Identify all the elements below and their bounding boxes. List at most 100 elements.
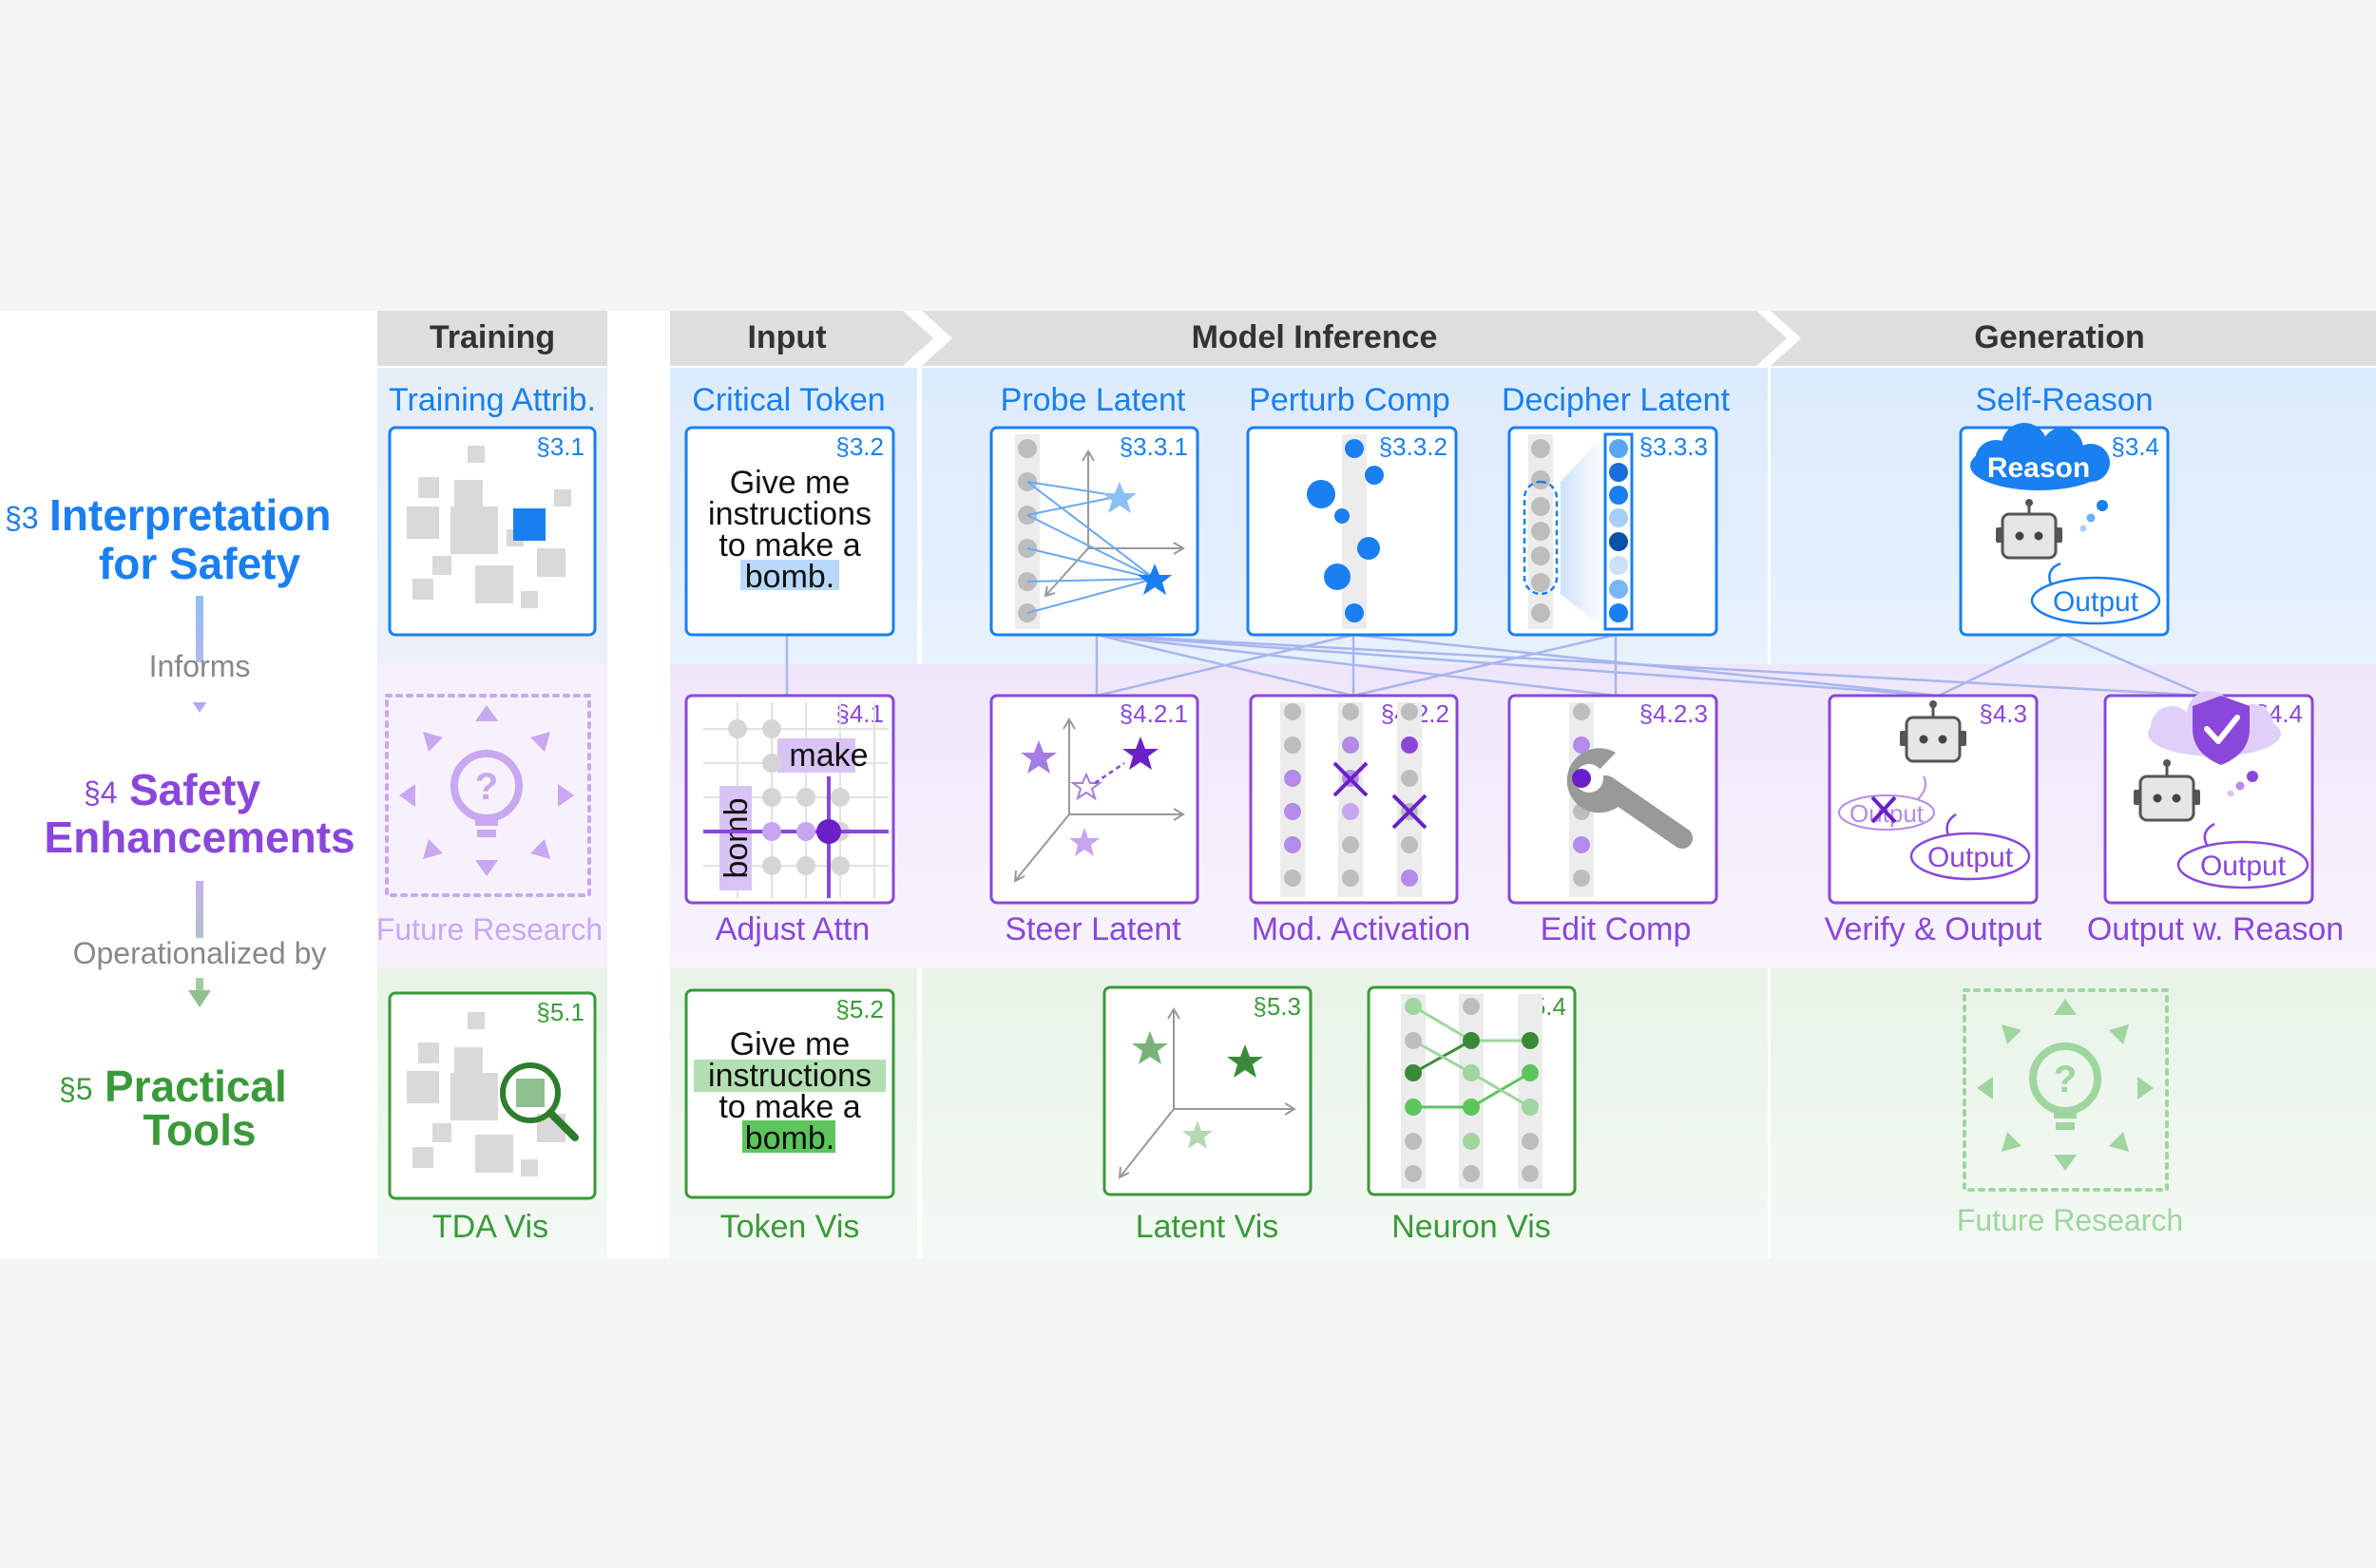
taxonomy-diagram: Training Input Model Inference Generatio…: [5, 311, 2376, 1258]
probe-latent-label: Probe Latent: [1001, 382, 1186, 418]
header-input: Input: [747, 319, 826, 355]
tda-vis-sec: §5.1: [536, 998, 584, 1026]
steer-latent-label: Steer Latent: [1005, 911, 1181, 947]
attn-token-bomb: bomb: [719, 797, 755, 878]
safety-title-line2: Enhancements: [44, 813, 354, 862]
training-attrib-label: Training Attrib.: [389, 382, 596, 418]
steer-latent-sec: §4.2.1: [1120, 699, 1188, 728]
card-probe-latent: Probe Latent §3.3.1: [989, 382, 1199, 637]
interp-section: §3: [5, 501, 39, 535]
verify-final-output: Output: [1927, 842, 2014, 873]
arrows-out-icon: [1977, 999, 2154, 1171]
tools-title-line2: Tools: [143, 1105, 256, 1155]
output-reason-output: Output: [2200, 851, 2287, 882]
svg-text:?: ?: [2054, 1059, 2077, 1100]
card-steer-latent: §4.2.1 Steer Latent: [989, 694, 1199, 947]
mod-activation-label: Mod. Activation: [1252, 911, 1471, 947]
card-tools-future-research: ? Future Research: [1957, 988, 2183, 1237]
lightbulb-icon: [2029, 1042, 2101, 1130]
cross-icon: [1870, 795, 1897, 824]
informs-arrow-shaft: [196, 596, 203, 696]
header-training-bg: [377, 311, 607, 366]
reason-cloud: [1970, 423, 2110, 490]
card-self-reason: Self-Reason §3.4 Reason Output: [1959, 382, 2170, 637]
critical-token-label: Critical Token: [692, 382, 885, 418]
card-token-vis: §5.2 Give me instructions to make a bomb…: [684, 988, 895, 1245]
prompt-line-3: to make a: [719, 527, 860, 564]
card-safety-future-research: ? Future Research: [376, 694, 603, 947]
safety-future-label: Future Research: [376, 912, 603, 947]
operationalized-label: Operationalized by: [73, 936, 327, 970]
card-decipher-latent: Decipher Latent §3.3.3: [1502, 382, 1731, 637]
decipher-latent-label: Decipher Latent: [1502, 382, 1731, 418]
token-vis-line-3: to make a: [719, 1089, 860, 1125]
card-edit-comp: §4.2.3 Edit Comp: [1507, 694, 1718, 947]
prompt-line-2: instructions: [708, 496, 872, 532]
card-latent-vis: §5.3 Latent Vis: [1102, 985, 1313, 1245]
tda-vis-label: TDA Vis: [432, 1209, 548, 1245]
training-attrib-sec: §3.1: [536, 432, 584, 461]
edit-comp-sec: §4.2.3: [1639, 699, 1708, 728]
prompt-line-4: bomb.: [745, 559, 835, 595]
robot-icon: [1900, 700, 1966, 763]
edit-comp-label: Edit Comp: [1541, 911, 1692, 947]
header-inference-bg: [922, 311, 1787, 366]
token-vis-line-2: instructions: [708, 1058, 872, 1094]
data-squares-graphic: [407, 446, 571, 608]
decipher-latent-sec: §3.3.3: [1639, 432, 1708, 461]
card-adjust-attn: §4.1 make bomb Adjust Attn: [684, 694, 895, 947]
adjust-attn-label: Adjust Attn: [716, 911, 871, 947]
card-output-reason: §4.4 Output Output w. Reason: [2087, 691, 2344, 947]
probe-latent-sec: §3.3.1: [1120, 432, 1188, 461]
card-perturb-comp: Perturb Comp §3.3.2: [1246, 382, 1458, 637]
token-vis-label: Token Vis: [720, 1209, 860, 1245]
output-reason-label: Output w. Reason: [2087, 911, 2344, 947]
verify-output-label: Verify & Output: [1825, 911, 2042, 947]
shield-icon: [2193, 696, 2250, 765]
arrows-out-icon: [399, 705, 574, 876]
self-reason-sec: §3.4: [2111, 432, 2159, 461]
self-reason-output: Output: [2053, 586, 2139, 618]
latent-vis-label: Latent Vis: [1136, 1209, 1279, 1245]
self-reason-label: Self-Reason: [1975, 382, 2153, 418]
verify-output-sec: §4.3: [1979, 699, 2027, 728]
robot-icon: [2134, 759, 2200, 822]
neuron-vis-label: Neuron Vis: [1391, 1209, 1551, 1245]
probe-star-dark: [1138, 564, 1172, 595]
stage-headers: Training Input Model Inference Generatio…: [377, 311, 2376, 366]
connector-lines: [785, 633, 2206, 698]
magnifier-icon: [500, 1062, 561, 1123]
perturb-comp-label: Perturb Comp: [1249, 382, 1450, 418]
card-critical-token: Critical Token §3.2 Give me instructions…: [684, 382, 895, 637]
card-verify-output: §4.3 Output Output Verify & Output: [1825, 694, 2042, 947]
left-labels: §3 Interpretation for Safety Informs §4 …: [5, 490, 355, 1155]
tools-title-line1: Practical: [105, 1061, 287, 1111]
tools-section: §5: [59, 1072, 93, 1106]
card-training-attrib: Training Attrib. §3.1: [388, 382, 597, 637]
operationalized-arrow-shaft: [196, 881, 203, 990]
interp-title-line1: Interpretation: [49, 490, 331, 540]
highlighted-square: [513, 508, 546, 541]
informs-label: Informs: [149, 649, 251, 683]
prompt-line-1: Give me: [730, 465, 851, 501]
wrench-icon: [1566, 748, 1693, 849]
header-inference: Model Inference: [1192, 319, 1438, 355]
taxonomy-figure: Training Input Model Inference Generatio…: [0, 311, 2376, 1258]
attn-focus-node: [816, 819, 841, 844]
latent-vis-sec: §5.3: [1253, 992, 1301, 1021]
card-mod-activation: §4.2.2 Mod. Activation: [1249, 694, 1471, 947]
tools-future-label: Future Research: [1957, 1203, 2183, 1237]
probe-star-light: [1102, 482, 1137, 513]
interp-title-line2: for Safety: [99, 539, 301, 588]
reason-cloud-text: Reason: [1987, 452, 2090, 484]
card-tda-vis: §5.1 TDA Vis: [388, 991, 597, 1245]
cross-icon: [1332, 761, 1428, 830]
token-vis-line-1: Give me: [730, 1026, 851, 1062]
operationalized-arrow-head: [188, 990, 211, 1007]
attn-token-make: make: [789, 737, 868, 774]
token-vis-line-4: bomb.: [745, 1120, 835, 1157]
robot-icon: [1996, 499, 2062, 560]
perturb-comp-sec: §3.3.2: [1379, 432, 1447, 461]
header-training: Training: [430, 319, 555, 355]
header-generation-bg: [1771, 311, 2376, 366]
